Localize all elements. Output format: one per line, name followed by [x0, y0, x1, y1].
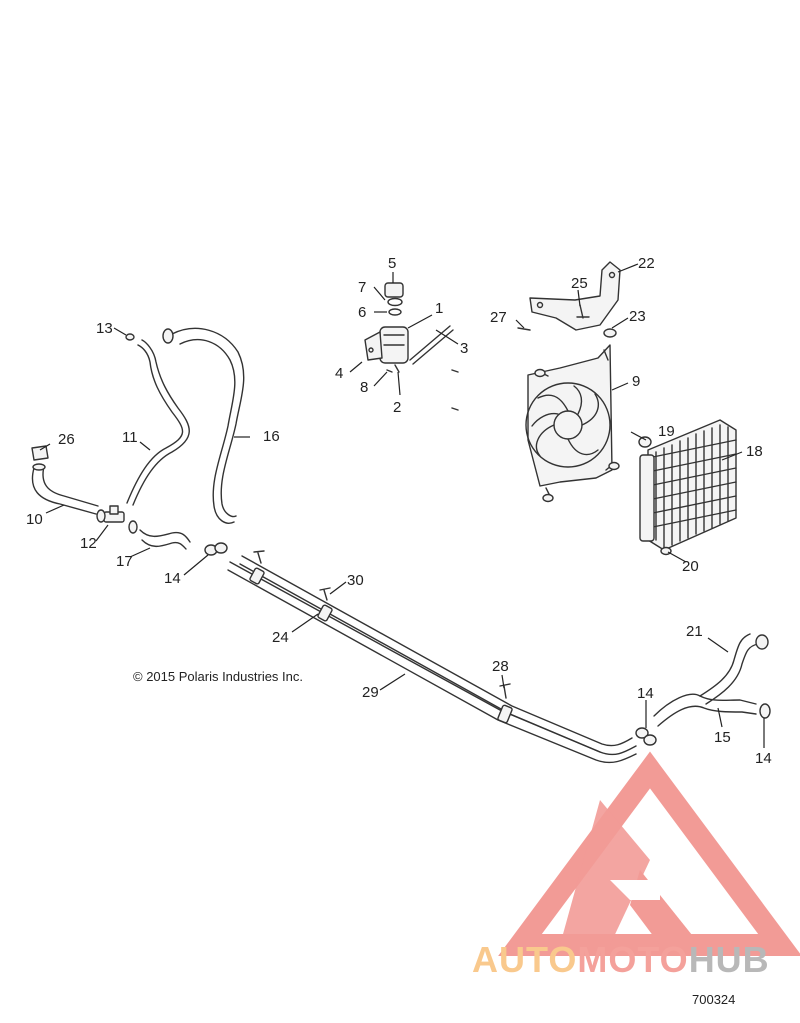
callout-5: 5 — [388, 255, 396, 272]
callout-17: 17 — [116, 553, 133, 570]
callout-13: 13 — [96, 320, 113, 337]
callout-7: 7 — [358, 279, 366, 296]
callout-labels: 1 2 3 4 5 6 7 8 9 10 11 12 13 14 14 14 1… — [26, 255, 772, 767]
watermark-brand-hub: HUB — [689, 939, 770, 980]
callout-6: 6 — [358, 304, 366, 321]
bracket-nut — [603, 328, 617, 338]
reservoir-fasteners — [386, 364, 459, 411]
watermark-brand-moto: MOTO — [577, 939, 688, 980]
reservoir-cap — [384, 282, 404, 298]
overflow-tube — [409, 325, 454, 365]
watermark-brand-text: AUTOMOTOHUB — [472, 939, 770, 980]
diagram-id: 700324 — [692, 992, 735, 1007]
callout-25: 25 — [571, 275, 588, 292]
hose-clamp-13 — [125, 333, 135, 341]
callout-20: 20 — [682, 558, 699, 575]
callout-21: 21 — [686, 623, 703, 640]
callout-10: 10 — [26, 511, 43, 528]
tee-fitting-12 — [96, 505, 138, 534]
reservoir-oring — [388, 308, 402, 316]
callout-15: 15 — [714, 729, 731, 746]
callout-11: 11 — [122, 429, 138, 446]
leader-lines — [39, 263, 765, 748]
coolant-reservoir — [364, 326, 409, 364]
tube-clip-24 — [249, 567, 513, 724]
watermark-logo-icon — [498, 751, 800, 956]
callout-19: 19 — [658, 423, 675, 440]
fan-shroud-assembly — [525, 344, 620, 503]
coolant-tube-29 — [227, 555, 637, 764]
copyright-text: © 2015 Polaris Industries Inc. — [133, 669, 303, 684]
callout-14c: 14 — [755, 750, 772, 767]
hose-21 — [699, 633, 769, 705]
hose-16 — [162, 327, 245, 524]
callout-29: 29 — [362, 684, 379, 701]
callout-14a: 14 — [164, 570, 181, 587]
hose-17 — [139, 529, 191, 550]
hose-10 — [31, 463, 99, 515]
watermark-brand-auto: AUTO — [472, 939, 577, 980]
clip-fastener-28 — [499, 683, 511, 699]
clip-fastener-30 — [253, 550, 331, 601]
callout-30: 30 — [347, 572, 364, 589]
callout-16: 16 — [263, 428, 280, 445]
callout-22: 22 — [638, 255, 655, 272]
hose-clamps-14b — [635, 727, 657, 746]
callout-18: 18 — [746, 443, 763, 460]
reservoir-seal — [387, 297, 403, 307]
callout-12: 12 — [80, 535, 97, 552]
radiator — [639, 419, 737, 551]
callout-24: 24 — [272, 629, 289, 646]
callout-26: 26 — [58, 431, 75, 448]
callout-28: 28 — [492, 658, 509, 675]
callout-1: 1 — [435, 300, 443, 317]
callout-3: 3 — [460, 340, 468, 357]
callout-23: 23 — [629, 308, 646, 325]
callout-8: 8 — [360, 379, 368, 396]
hose-11 — [126, 339, 190, 506]
callout-14b: 14 — [637, 685, 654, 702]
callout-2: 2 — [393, 399, 401, 416]
radiator-cap — [638, 436, 652, 448]
callout-4: 4 — [335, 365, 343, 382]
fan-bracket — [529, 261, 621, 331]
hose-clamps-14a — [204, 542, 228, 556]
clamp-26 — [31, 445, 49, 461]
callout-27: 27 — [490, 309, 507, 326]
hose-15 — [653, 693, 771, 727]
callout-9: 9 — [632, 373, 640, 390]
bracket-bolt — [517, 304, 590, 331]
